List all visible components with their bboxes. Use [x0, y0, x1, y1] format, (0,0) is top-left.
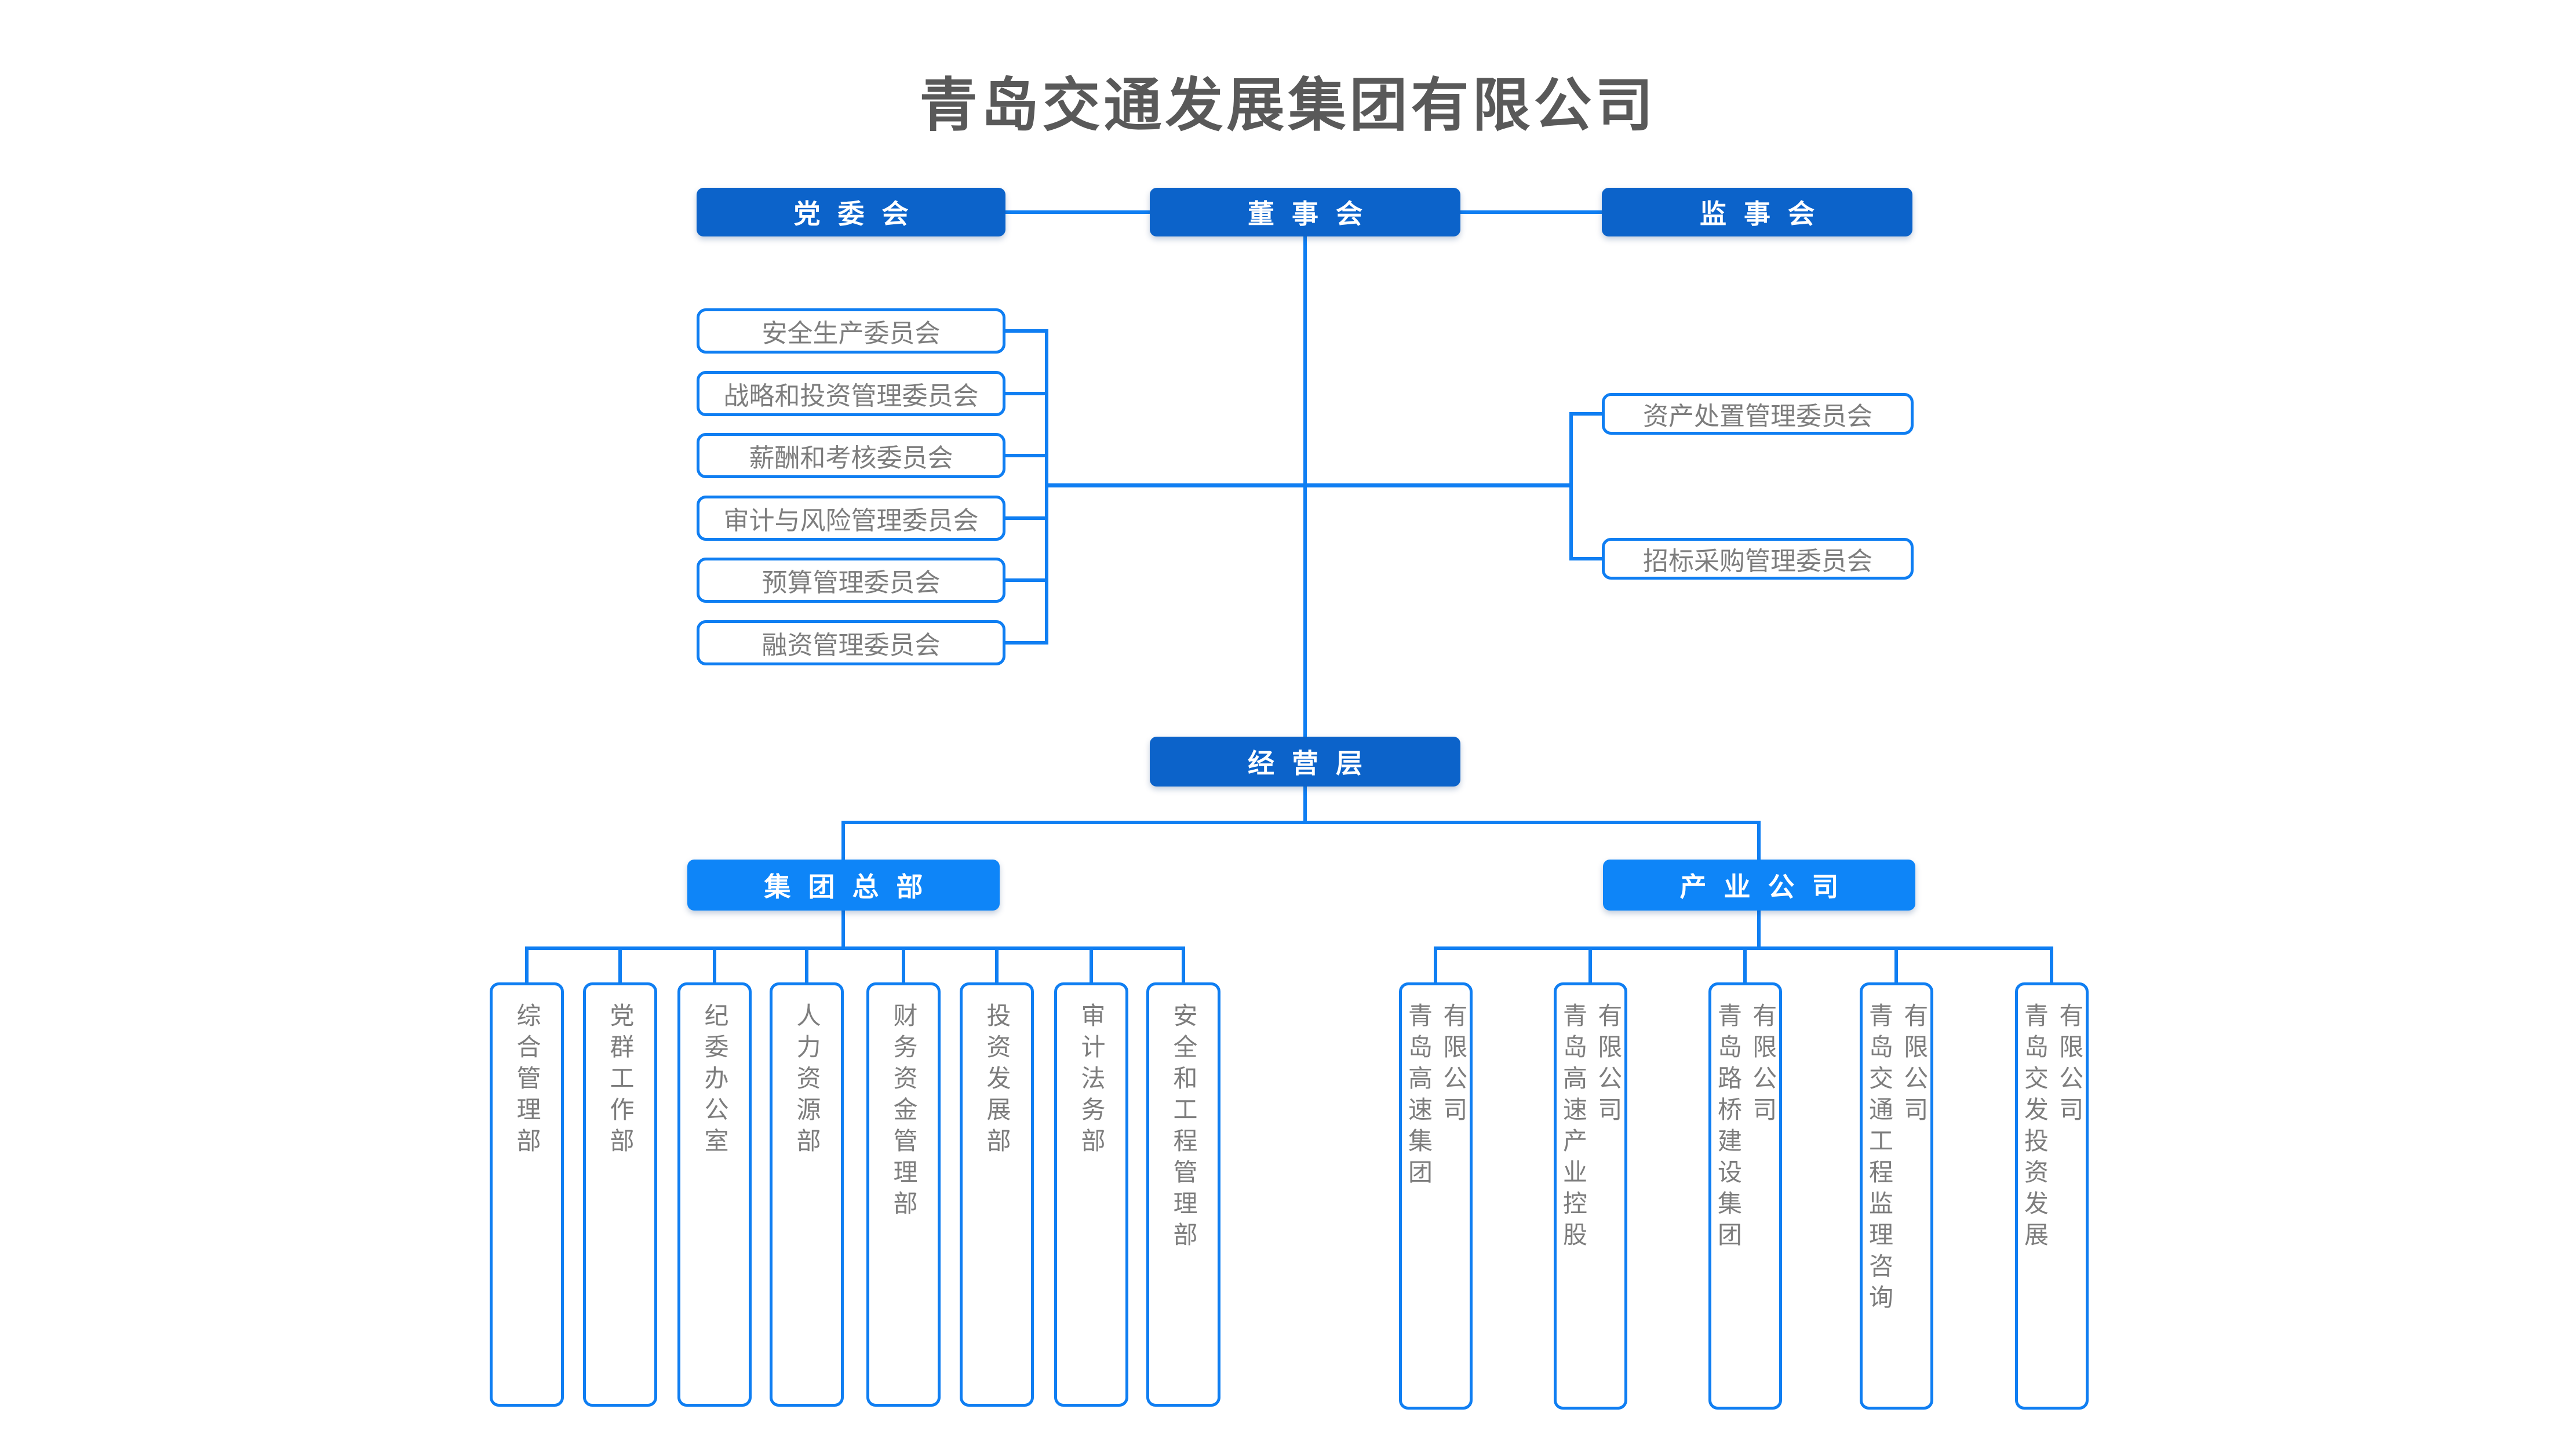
department-label: 综合管理部 [513, 1003, 541, 1159]
committee-node: 薪酬和考核委员会 [697, 433, 1005, 478]
subsidiary-suffix: 有限公司 [1900, 1003, 1928, 1128]
connector-line [1005, 329, 1048, 333]
subsidiary-suffix: 有限公司 [1594, 1003, 1622, 1128]
department-label: 投资发展部 [983, 1003, 1011, 1159]
node-group-hq: 集团总部 [687, 860, 1000, 911]
committee-label: 薪酬和考核委员会 [749, 444, 953, 472]
committee-label: 预算管理委员会 [761, 569, 941, 597]
node-supervisory-board: 监事会 [1602, 188, 1912, 236]
node-party-committee: 党委会 [697, 188, 1005, 236]
committee-label: 审计与风险管理委员会 [723, 507, 979, 535]
connector-line [1434, 946, 1437, 982]
department-node: 党群工作部 [583, 982, 657, 1407]
subsidiary-suffix: 有限公司 [1440, 1003, 1467, 1128]
committee-node: 融资管理委员会 [697, 620, 1005, 665]
department-node: 安全和工程管理部 [1146, 982, 1220, 1407]
department-node: 审计法务部 [1054, 982, 1128, 1407]
committee-node: 资产处置管理委员会 [1602, 393, 1914, 435]
node-label: 董事会 [1248, 199, 1380, 229]
committee-label: 战略和投资管理委员会 [723, 382, 979, 410]
connector-line [1005, 641, 1048, 645]
connector-line [1005, 454, 1048, 457]
department-node: 财务资金管理部 [866, 982, 941, 1407]
subsidiary-node: 青岛交发投资发展 有限公司 [2015, 982, 2089, 1410]
connector-line [1303, 787, 1307, 822]
department-node: 投资发展部 [960, 982, 1034, 1407]
committee-node: 招标采购管理委员会 [1602, 538, 1914, 580]
department-node: 人力资源部 [770, 982, 844, 1407]
connector-line [1588, 946, 1592, 982]
node-management: 经营层 [1150, 737, 1460, 787]
committee-label: 招标采购管理委员会 [1643, 547, 1872, 576]
node-label: 集团总部 [764, 872, 941, 902]
connector-line [1757, 911, 1761, 948]
connector-line [1743, 946, 1747, 982]
department-label: 安全和工程管理部 [1170, 1003, 1197, 1253]
connector-line [995, 946, 999, 982]
connector-line [902, 946, 905, 982]
connector-line [2050, 946, 2053, 982]
subsidiary-name: 青岛高速产业控股 [1560, 1003, 1587, 1253]
committee-label: 融资管理委员会 [761, 631, 941, 660]
committee-node: 预算管理委员会 [697, 558, 1005, 603]
connector-line [1182, 946, 1185, 982]
connector-line [1894, 946, 1898, 982]
connector-line [1005, 392, 1048, 395]
department-label: 审计法务部 [1078, 1003, 1105, 1159]
company-title: 青岛交通发展集团有限公司 [919, 73, 1657, 138]
department-node: 综合管理部 [490, 982, 564, 1407]
connector-line [841, 911, 845, 948]
node-industry-companies: 产业公司 [1603, 860, 1915, 911]
committee-label: 资产处置管理委员会 [1643, 402, 1872, 431]
department-label: 党群工作部 [607, 1003, 634, 1159]
subsidiary-suffix: 有限公司 [2056, 1003, 2083, 1128]
node-label: 经营层 [1248, 748, 1380, 778]
connector-line [841, 821, 1761, 824]
subsidiary-node: 青岛高速产业控股 有限公司 [1554, 982, 1627, 1410]
node-label: 监事会 [1700, 199, 1832, 229]
connector-line [525, 946, 529, 982]
subsidiary-name: 青岛高速集团 [1405, 1003, 1433, 1190]
connector-line [805, 946, 808, 982]
subsidiary-node: 青岛路桥建设集团 有限公司 [1708, 982, 1782, 1410]
connector-line [1569, 412, 1602, 416]
connector-line [1090, 946, 1093, 982]
connector-line [525, 946, 1185, 950]
subsidiary-suffix: 有限公司 [1749, 1003, 1777, 1128]
node-label: 党委会 [793, 199, 926, 229]
department-node: 纪委办公室 [677, 982, 752, 1407]
committee-node: 战略和投资管理委员会 [697, 371, 1005, 416]
node-board: 董事会 [1150, 188, 1460, 236]
connector-line [1047, 483, 1571, 487]
connector-line [1757, 821, 1761, 860]
subsidiary-node: 青岛高速集团 有限公司 [1399, 982, 1473, 1410]
connector-line [1005, 516, 1048, 520]
connector-line [713, 946, 716, 982]
connector-line [1460, 210, 1602, 214]
connector-line [618, 946, 622, 982]
committee-node: 审计与风险管理委员会 [697, 496, 1005, 541]
committee-label: 安全生产委员会 [761, 319, 941, 348]
connector-line [1569, 412, 1573, 560]
department-label: 人力资源部 [793, 1003, 821, 1159]
connector-line [1005, 578, 1048, 582]
connector-line [841, 821, 845, 860]
department-label: 纪委办公室 [701, 1003, 728, 1159]
department-label: 财务资金管理部 [890, 1003, 917, 1222]
node-label: 产业公司 [1679, 872, 1856, 902]
subsidiary-name: 青岛交发投资发展 [2021, 1003, 2049, 1253]
subsidiary-name: 青岛路桥建设集团 [1714, 1003, 1742, 1253]
subsidiary-name: 青岛交通工程监理咨询 [1865, 1003, 1893, 1316]
connector-line [1569, 557, 1602, 560]
connector-line [1005, 210, 1150, 214]
committee-node: 安全生产委员会 [697, 308, 1005, 354]
subsidiary-node: 青岛交通工程监理咨询 有限公司 [1860, 982, 1933, 1410]
